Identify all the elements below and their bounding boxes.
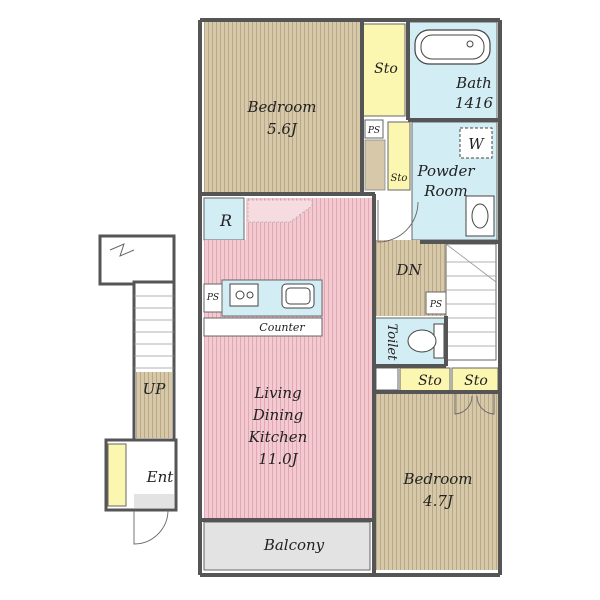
bath-size: 1416 [455,94,494,112]
ldk-size: 11.0J [258,450,298,468]
bath-label: Bath [455,74,492,92]
gray-strip [364,139,386,191]
storage-lower-right-label: Sto [464,373,488,389]
entrance-tiles [134,494,174,508]
stair-up-well [98,234,176,286]
bedroom1-size: 5.6J [267,120,298,138]
bedroom1-floor [204,22,361,192]
ps-top-box [364,119,384,139]
ldk-label-2: Dining [252,406,304,424]
closet-door-right [476,394,495,415]
powder-label-2: Room [423,182,468,200]
entrance-door-swing [133,509,169,545]
bathtub [414,29,491,65]
ldk-cabinet [247,199,313,223]
sink-basin [285,287,311,305]
entrance-label: Ent [146,468,175,486]
stairs-up-label: UP [143,380,167,398]
bathtub-drain [466,40,474,48]
toilet-bowl [407,329,437,353]
vanity-basin [471,203,489,229]
balcony-floor [203,521,371,571]
stair-up-landing [136,372,172,438]
shoe-cabinet [107,443,127,507]
stair-up-steps [134,295,174,369]
powder-label-1: Powder [416,162,475,180]
stair-down-steps [445,243,497,347]
bedroom2-label: Bedroom [403,470,473,488]
kitchen-sink [281,283,315,309]
bedroom2-size: 4.7J [422,492,454,510]
storage-top [362,23,406,117]
balcony-label: Balcony [263,536,325,554]
ldk-label-3: Kitchen [248,428,308,446]
refrigerator-label: R [219,211,232,230]
storage-small-label: Sto [391,173,408,184]
counter-partition [203,317,323,337]
storage-top-label: Sto [374,61,398,77]
stair-up-break [109,243,135,257]
ps-kitchen-label: PS [206,293,219,303]
storage-lower-left-label: Sto [418,373,442,389]
bedroom2-floor [376,394,498,570]
burner-2 [246,291,254,299]
bedroom1-label: Bedroom [247,98,317,116]
washer-box [459,127,493,159]
door-swing-dn [377,200,419,243]
refrigerator-box [203,197,245,241]
toilet-label: Toilet [384,324,399,361]
storage-lower-right [451,367,499,393]
counter-label: Counter [259,321,305,334]
vanity [465,195,495,237]
walls [198,18,502,577]
ldk-label-1: Living [253,384,301,402]
stair-down [445,243,497,361]
stairs-down-label: DN [395,261,422,279]
ps-kitchen-box [203,283,223,313]
ps-stair-box [425,291,447,315]
burner-1 [235,290,245,300]
washer-label: W [468,135,485,153]
ps-top-label: PS [367,126,380,136]
small-block [375,367,399,391]
ps-stair-label: PS [429,300,442,310]
storage-small [387,121,411,191]
bathtub-inner [420,34,485,60]
closet-door-left [454,394,473,415]
